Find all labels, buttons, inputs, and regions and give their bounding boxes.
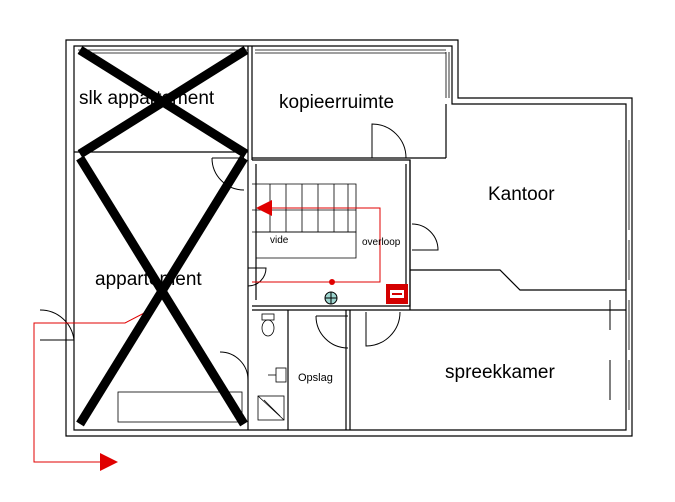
fire-hose-reel-icon <box>324 291 338 305</box>
room-label-vide: vide <box>270 235 289 246</box>
room-label-spreekkamer: spreekkamer <box>445 362 555 383</box>
room-label-kopieerruimte: kopieerruimte <box>279 92 394 113</box>
room-label-kantoor: Kantoor <box>488 184 555 205</box>
sink-icon <box>268 367 287 383</box>
route-arrow-exit <box>100 453 118 471</box>
toilet-icon <box>261 313 275 337</box>
room-label-overloop: overloop <box>362 237 401 248</box>
shower-icon <box>263 399 281 417</box>
room-label-slk-appartement: slk appartement <box>79 88 215 109</box>
doors <box>39 123 611 400</box>
route-start-dot <box>329 279 335 285</box>
outer-walls <box>65 39 633 437</box>
route-arrow-up <box>256 200 272 216</box>
escape-route <box>33 200 381 471</box>
room-label-appartement: appartement <box>95 269 202 290</box>
interior-walls <box>74 46 626 430</box>
extinguisher-icon <box>386 284 408 304</box>
cross-mark <box>76 46 249 427</box>
room-label-opslag: Opslag <box>298 372 333 384</box>
